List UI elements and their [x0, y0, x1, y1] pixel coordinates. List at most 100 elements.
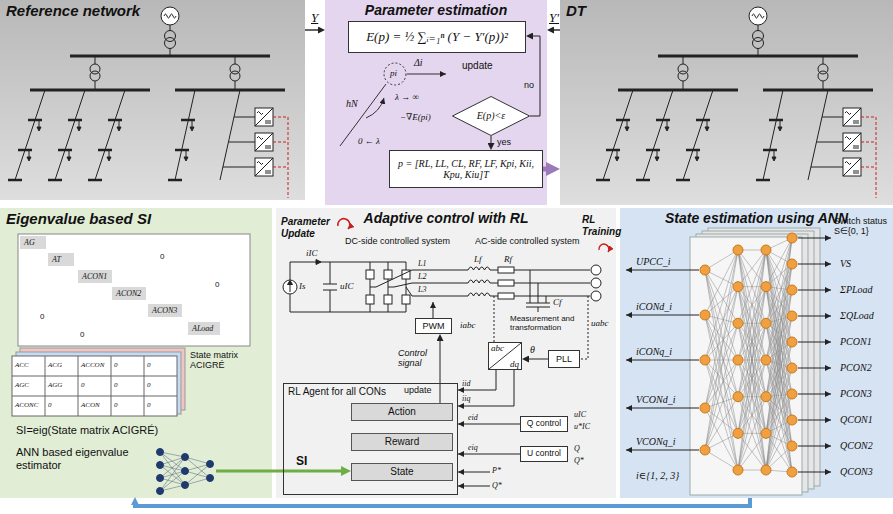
- converter-circuit: [498, 293, 514, 299]
- ann-network: [700, 310, 710, 320]
- panel-heading: Eigenvalue based SI: [6, 210, 151, 227]
- ann-network: [787, 441, 797, 451]
- converter-circuit: [526, 270, 550, 312]
- signal-arrows: [626, 270, 699, 271]
- signal-arrows: [798, 342, 831, 343]
- ann-network: [787, 233, 797, 243]
- annotation-label: State matrix ACIGRÉ: [190, 350, 256, 371]
- ann-network: [733, 355, 743, 365]
- annotation-label: ALoad: [192, 324, 213, 333]
- ann-network: [705, 360, 738, 470]
- ann-network: [787, 363, 797, 373]
- ann-network: [738, 287, 766, 470]
- annotation-label: UPCC_i: [636, 256, 670, 268]
- annotation-label: ΣPLoad: [840, 284, 873, 296]
- ann-network: [700, 355, 710, 365]
- annotation-label: pi: [390, 68, 397, 78]
- ann-network: [700, 403, 710, 413]
- annotation-label: L1: [418, 259, 426, 268]
- annotation-label: Rf: [504, 254, 512, 264]
- signal-arrows: [626, 450, 699, 451]
- converter-circuit: [402, 295, 410, 304]
- ann-network: [705, 360, 738, 450]
- state-matrix: [20, 236, 46, 249]
- state-matrix: [12, 356, 177, 416]
- ann-network: [787, 389, 797, 399]
- annotation-label: Control signal: [398, 348, 436, 369]
- annotation-label: 0: [40, 312, 44, 321]
- process-box: U control: [520, 446, 568, 462]
- annotation-label: L3: [418, 285, 426, 294]
- gradient-illustration: [407, 74, 446, 75]
- annotation-label: 0: [114, 361, 118, 369]
- node-label: Reward: [385, 436, 419, 448]
- annotation-label: AGG: [48, 381, 62, 389]
- ann-network: [738, 287, 766, 470]
- annotation-label: SI=eig(State matrix ACIGRÉ): [16, 424, 158, 437]
- converter-circuit: [458, 370, 514, 406]
- annotation-label: iiq: [462, 394, 470, 403]
- eigenvalue-estimator-icon: [157, 449, 164, 456]
- ann-network: [705, 270, 738, 470]
- annotation-label: Cf: [553, 297, 562, 307]
- node-label: PWM: [423, 321, 445, 331]
- ann-network: [705, 287, 738, 450]
- annotation-label: Q*: [574, 456, 584, 465]
- ann-network: [761, 282, 771, 292]
- converter-circuit: [366, 270, 374, 279]
- connector-arrow: [529, 359, 548, 360]
- annotation-label: iabc: [460, 320, 476, 330]
- node-label: E(p) = ½ ∑ᵢ₌₁ⁿ (Y − Y′(p))²: [366, 30, 508, 45]
- annotation-label: VS: [840, 258, 851, 270]
- ann-network: [733, 245, 743, 255]
- transform-box: abcdq: [488, 342, 522, 370]
- parameter-vector-box: p = [RL, LL, CL, RF, LF, Kpi, Kii, Kpu, …: [389, 150, 543, 188]
- formula-box: E(p) = ½ ∑ᵢ₌₁ⁿ (Y − Y′(p))²: [348, 21, 526, 53]
- converter-circuit: [498, 280, 514, 286]
- annotation-label: ACON2: [116, 289, 141, 298]
- signal-arrows: [626, 315, 699, 316]
- process-box: State: [351, 463, 453, 481]
- converter-circuit: [458, 472, 490, 473]
- annotation-label: update: [462, 60, 493, 72]
- annotation-label: Δi: [414, 57, 423, 69]
- decision-diamond: E(p)<ε: [452, 96, 530, 136]
- ann-network: [787, 415, 797, 425]
- annotation-label: ΣQLoad: [840, 310, 874, 322]
- signal-arrows: [798, 316, 831, 317]
- converter-circuit: [498, 267, 514, 273]
- annotation-label: iCONq_i: [636, 346, 672, 358]
- annotation-label: QCON2: [840, 440, 873, 452]
- eigenvalue-estimator-icon: [207, 461, 214, 468]
- ann-network: [787, 337, 797, 347]
- converter-circuit: [458, 454, 520, 455]
- ann-network: [738, 250, 766, 433]
- annotation-label: 0: [147, 361, 151, 369]
- state-matrix: [78, 270, 112, 283]
- gradient-illustration: [340, 84, 386, 146]
- eigenvalue-estimator-icon: [157, 488, 164, 495]
- ann-network: [787, 311, 797, 321]
- process-box: PWM: [415, 318, 452, 334]
- node-label: Q control: [527, 419, 562, 429]
- node-label: E(p)<ε: [477, 110, 505, 122]
- panel-grounds: [560, 0, 893, 205]
- converter-circuit: [433, 302, 434, 318]
- panel-grounds: [0, 208, 272, 498]
- annotation-label: Parameter Update: [281, 216, 341, 239]
- state-matrix: [18, 234, 250, 346]
- ann-network: [733, 282, 743, 292]
- ann-network: [733, 392, 743, 402]
- signal-arrows: [626, 360, 699, 361]
- process-box: Reward: [351, 433, 453, 451]
- converter-circuit: [283, 280, 297, 294]
- state-matrix: [216, 470, 272, 473]
- update-arcs: [338, 219, 350, 229]
- annotation-label: eiq: [468, 443, 478, 452]
- eigenvalue-estimator-icon: [160, 457, 185, 478]
- gradient-illustration: [384, 63, 406, 85]
- eigenvalue-estimator-icon: [157, 462, 164, 469]
- signal-arrows: [798, 394, 831, 395]
- annotation-label: 0: [215, 280, 219, 289]
